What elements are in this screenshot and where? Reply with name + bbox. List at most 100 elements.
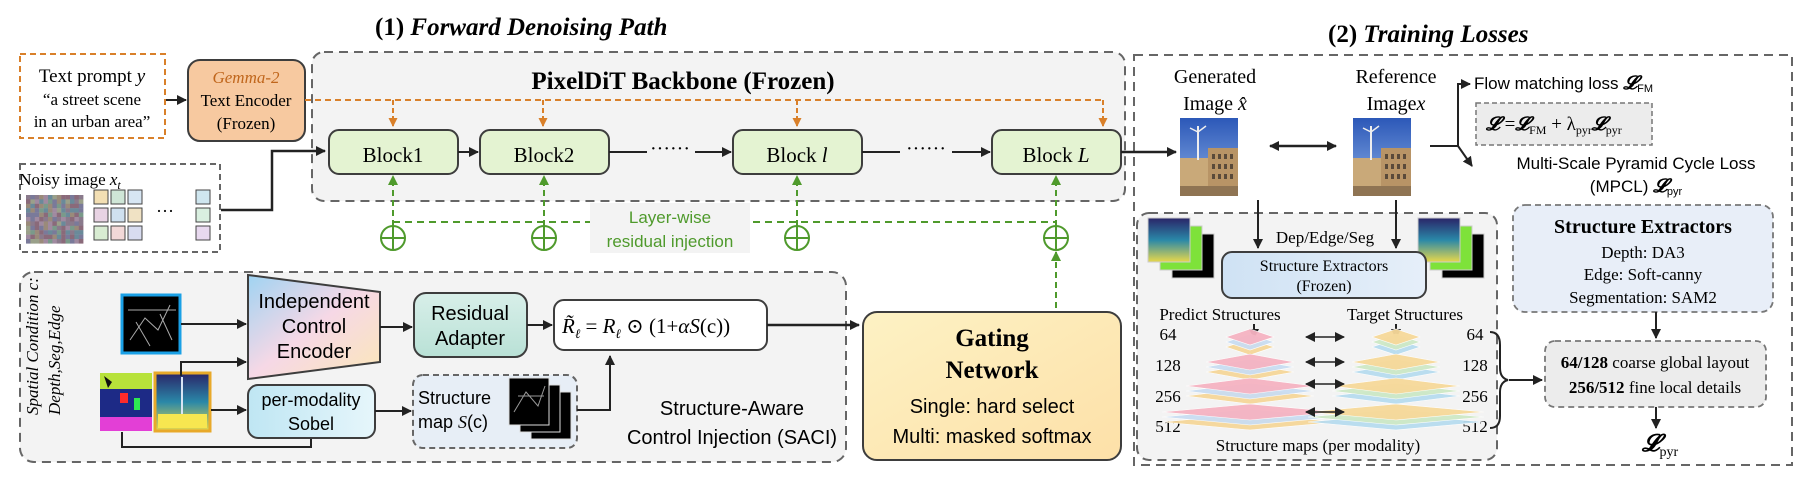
target-structure-thumbs xyxy=(1417,217,1485,279)
patch-ellipsis: ··· xyxy=(156,201,174,221)
reference-image xyxy=(1353,118,1411,196)
total-loss: 𝓛 =𝓛FM + λpyr𝓛pyr xyxy=(1485,114,1622,137)
dots-1: ······ xyxy=(650,138,690,160)
residual-formula: R̃ℓ = Rℓ ⊙ (1+αS(c)) xyxy=(561,314,730,341)
section1-title: (1) Forward Denoising Path xyxy=(375,14,667,41)
dots-2: ······ xyxy=(906,138,946,160)
predicted-structure-thumbs xyxy=(1147,217,1215,279)
pyramid-compare-arrows xyxy=(1305,332,1345,417)
gating-single: Single: hard select xyxy=(910,396,1075,418)
gating-network xyxy=(862,311,1122,461)
gemma-label: Gemma-2 xyxy=(212,68,280,87)
ice-line3: Encoder xyxy=(277,341,352,363)
predicted-pyramid xyxy=(1161,328,1339,431)
depth-to-encoder-arrow xyxy=(180,357,247,376)
extractors-edge: Edge: Soft-canny xyxy=(1584,265,1703,284)
scale-left-256: 256 xyxy=(1155,387,1181,406)
block-L-label: Block L xyxy=(1022,143,1089,167)
scale-right-64: 64 xyxy=(1467,325,1485,344)
generated-line2: Image x̂ xyxy=(1183,93,1247,115)
injection-node-3 xyxy=(784,225,810,251)
depth-map-thumbnail xyxy=(153,371,212,433)
gating-title-1: Gating xyxy=(955,325,1029,352)
injection-node-4 xyxy=(1043,225,1069,251)
scale-right-512: 512 xyxy=(1462,417,1488,436)
structure-map-line2: map S(c) xyxy=(418,412,488,432)
block-2-label: Block2 xyxy=(514,143,575,167)
extractor-line2: (Frozen) xyxy=(1296,278,1351,295)
adapter-line1: Residual xyxy=(431,303,509,325)
layout-line2: 256/512 fine local details xyxy=(1569,378,1741,397)
scale-left-64: 64 xyxy=(1160,325,1178,344)
structure-extractors-panel xyxy=(1512,204,1774,313)
final-pyr-loss: 𝓛pyr xyxy=(1641,431,1678,460)
noisy-to-block1-arrow xyxy=(221,146,326,212)
sobel-line2: Sobel xyxy=(288,414,334,434)
gating-title-2: Network xyxy=(945,357,1038,384)
extractors-depth: Depth: DA3 xyxy=(1601,243,1685,262)
gating-multi: Multi: masked softmax xyxy=(893,426,1092,448)
injection-label-1: Layer-wise xyxy=(629,208,711,227)
structure-map-line1: Structure xyxy=(418,388,491,408)
scale-right-128: 128 xyxy=(1462,356,1488,375)
injection-label-2: residual injection xyxy=(607,232,734,251)
scale-right-256: 256 xyxy=(1462,387,1488,406)
ice-line2: Control xyxy=(282,316,346,338)
text-prompt-box xyxy=(19,53,166,139)
extractor-line1: Structure Extractors xyxy=(1260,258,1388,275)
encoder-line2: Text Encoder xyxy=(201,91,292,110)
structure-extractor-box xyxy=(1221,251,1427,299)
total-loss-box xyxy=(1475,102,1653,146)
scale-left-128: 128 xyxy=(1155,356,1181,375)
injection-node-2 xyxy=(531,225,557,251)
mpcl-line2: (MPCL) 𝓛pyr xyxy=(1590,176,1683,198)
noise-image xyxy=(26,195,84,244)
scale-layout-box xyxy=(1544,340,1767,408)
encoder-line3: (Frozen) xyxy=(217,114,276,133)
spatial-condition-line1: Spatial Condition c: xyxy=(23,277,42,415)
injection-label-bg xyxy=(590,203,750,253)
mpcl-line1: Multi-Scale Pyramid Cycle Loss xyxy=(1516,154,1755,173)
map-to-formula-arrow xyxy=(577,355,615,411)
text-prompt-line2: “a street scene xyxy=(43,90,141,109)
reference-line2: Imagex xyxy=(1367,93,1426,115)
dep-edge-seg-label: Dep/Edge/Seg xyxy=(1276,228,1375,247)
noisy-image-label: Noisy image xt xyxy=(19,170,121,192)
segmentation-map-thumbnail xyxy=(100,373,152,431)
structure-map-stack xyxy=(508,377,572,440)
extractors-seg: Segmentation: SAM2 xyxy=(1569,288,1717,307)
generated-line1: Generated xyxy=(1174,66,1256,88)
saci-line1: Structure-Aware xyxy=(660,398,804,420)
patch-column xyxy=(195,189,211,241)
spatial-condition-line2: Depth,Seg,Edge xyxy=(45,305,64,416)
independent-control-encoder xyxy=(247,273,381,381)
target-structures-label: Target Structures xyxy=(1347,305,1463,324)
generated-image xyxy=(1180,118,1238,196)
sobel-line1: per-modality xyxy=(261,390,360,410)
target-pyramid xyxy=(1307,328,1485,431)
text-prompt-label: Text prompt y xyxy=(39,66,146,87)
injection-node-1 xyxy=(380,225,406,251)
block-1-label: Block1 xyxy=(363,143,424,167)
training-loss-region xyxy=(1133,54,1793,466)
flow-matching-loss: Flow matching loss 𝓛FM xyxy=(1474,73,1653,95)
saci-line2: Control Injection (SACI) xyxy=(627,427,837,449)
to-mpcl-arrow xyxy=(1457,145,1473,167)
ice-line1: Independent xyxy=(258,291,370,313)
reference-line1: Reference xyxy=(1355,66,1436,88)
structure-maps-caption: Structure maps (per modality) xyxy=(1216,436,1420,455)
scale-brace xyxy=(1489,331,1509,429)
backbone-title: PixelDiT Backbone (Frozen) xyxy=(531,68,834,95)
block-l-label: Block l xyxy=(766,143,827,167)
predict-structures-label: Predict Structures xyxy=(1159,305,1280,324)
patch-grid xyxy=(93,189,143,241)
to-flow-loss-arrow xyxy=(1430,79,1471,147)
scale-left-512: 512 xyxy=(1155,417,1181,436)
extractors-title: Structure Extractors xyxy=(1554,216,1732,238)
text-prompt-line3: in an urban area” xyxy=(34,112,151,131)
layout-line1: 64/128 coarse global layout xyxy=(1561,353,1750,372)
edge-map-thumbnail xyxy=(120,293,182,355)
section2-title: (2) Training Losses xyxy=(1328,21,1528,48)
